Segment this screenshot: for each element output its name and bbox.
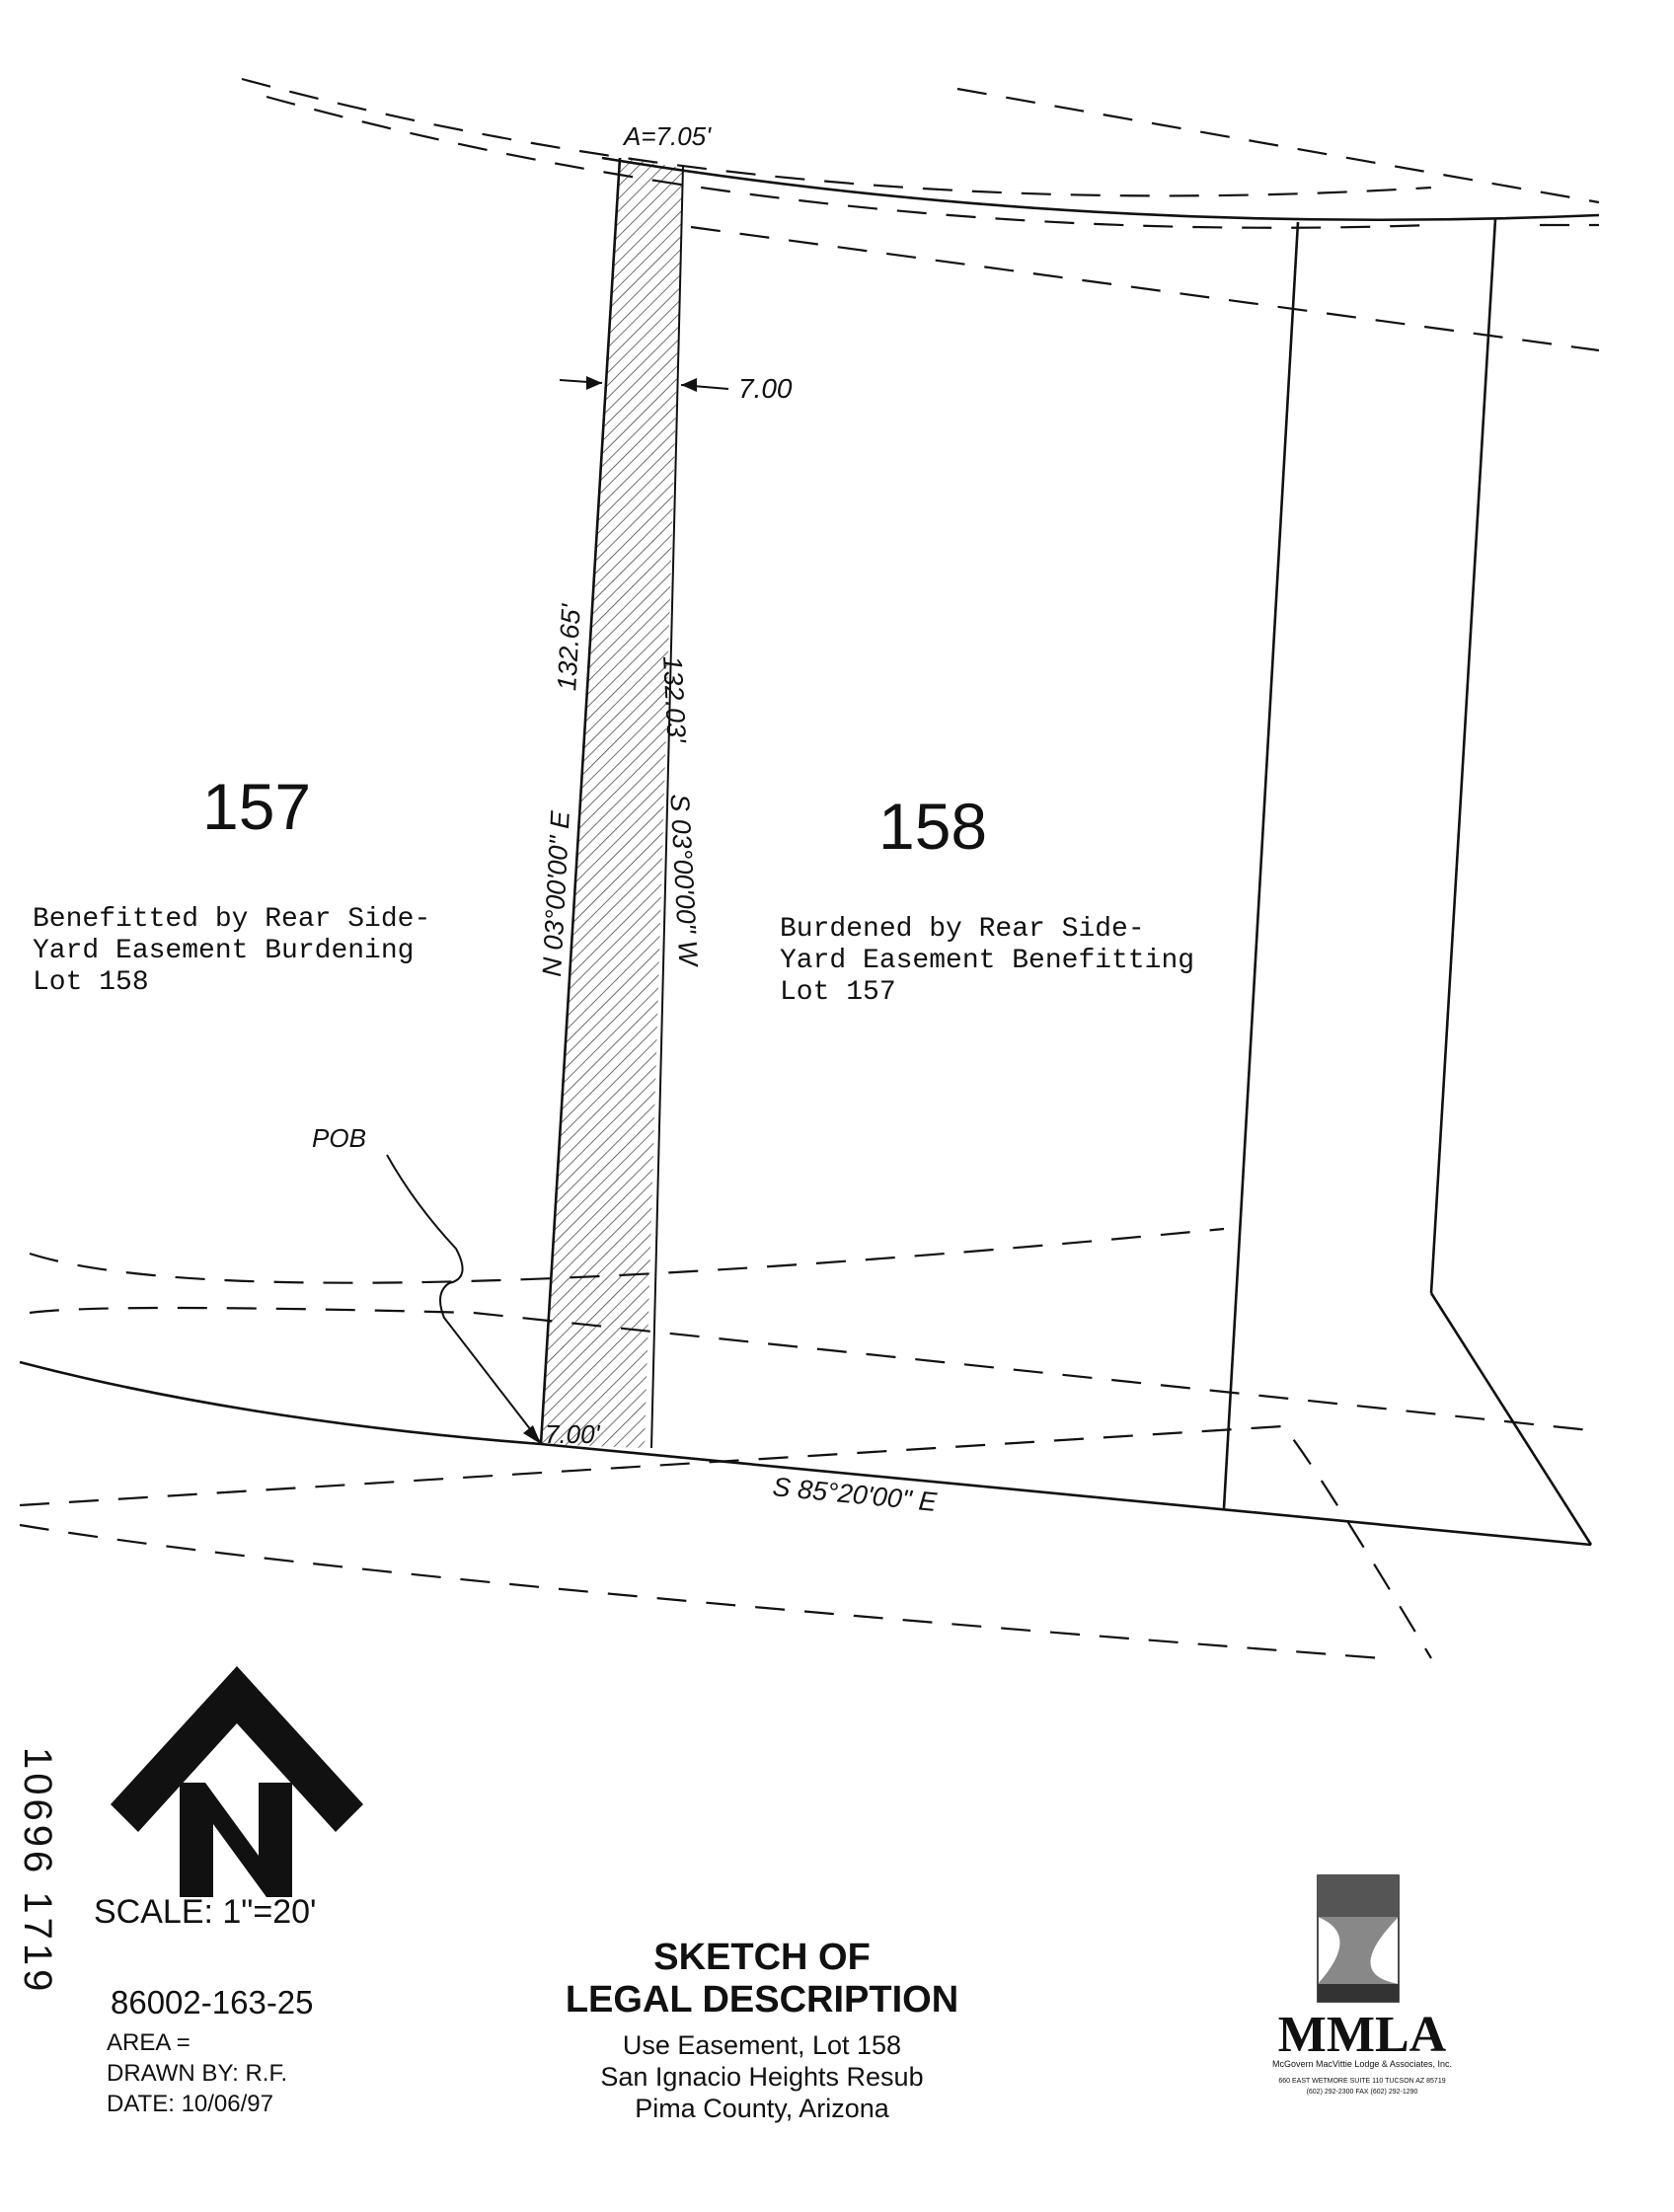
- pob-leader: [386, 1154, 542, 1444]
- subtitle-line: San Ignacio Heights Resub: [600, 2062, 923, 2092]
- lot-157-number: 157: [202, 770, 311, 843]
- arc-length-label: A=7.05': [622, 121, 712, 151]
- west-bearing-label: N 03°00'00" E: [537, 809, 575, 977]
- lot-158-number: 158: [878, 790, 987, 863]
- south-boundary-line: [540, 1442, 1592, 1547]
- lot-157-158-line: [539, 157, 622, 1445]
- date-label: DATE: 10/06/97: [107, 2091, 273, 2117]
- setback-line-north: [690, 225, 1600, 352]
- company-logo: MMLA McGovern MacVittie Lodge & Associat…: [1272, 1874, 1452, 2096]
- subtitle-line: Pima County, Arizona: [635, 2094, 890, 2123]
- title-line-2: LEGAL DESCRIPTION: [566, 1979, 958, 2021]
- recording-number: 10696 1719: [16, 1747, 59, 1995]
- street-curve-2: [266, 95, 1432, 229]
- easement-strip: [541, 158, 683, 1448]
- drawn-by-label: DRAWN BY: R.F.: [107, 2060, 287, 2087]
- lot-158-note-line: Yard Easement Benefitting: [780, 946, 1194, 976]
- lot-159-east-line: [1429, 218, 1497, 1294]
- bottom-width-label: 7.00': [545, 1419, 601, 1449]
- scale-label: SCALE: 1"=20': [94, 1893, 317, 1931]
- setback-line-b: [29, 1306, 1600, 1433]
- lot-158-note: Burdened by Rear Side- Yard Easement Ben…: [780, 914, 1194, 1008]
- title-line-1: SKETCH OF: [653, 1937, 871, 1978]
- width-label: 7.00: [738, 373, 793, 404]
- south-boundary-curve: [19, 1360, 542, 1446]
- pob-arrowhead: [523, 1425, 541, 1444]
- file-number: 86002-163-25: [111, 1984, 314, 2021]
- lot-158-east-line: [1222, 221, 1300, 1509]
- company-full-name: McGovern MacVittie Lodge & Associates, I…: [1272, 2059, 1452, 2069]
- subtitle-line: Use Easement, Lot 158: [623, 2030, 901, 2060]
- east-bearing-label: S 03°00'00" W: [664, 794, 703, 969]
- lot-158-note-line: Lot 157: [780, 977, 896, 1008]
- lot-158-note-line: Burdened by Rear Side-: [780, 914, 1145, 945]
- row-line-south-1: [19, 1424, 1432, 1659]
- lot-157-note-line: Benefitted by Rear Side-: [33, 904, 430, 935]
- easement-east-line: [650, 165, 684, 1449]
- company-address: 660 EAST WETMORE SUITE 110 TUCSON AZ 857…: [1278, 2078, 1445, 2085]
- setback-line-a: [29, 1227, 1225, 1284]
- width-dimension: [559, 376, 729, 392]
- street-centerline-upper: [956, 87, 1600, 204]
- pob-label: POB: [312, 1123, 366, 1153]
- row-line-south-2: [19, 1523, 1383, 1660]
- company-name: MMLA: [1278, 2007, 1447, 2063]
- lot-157-note-line: Yard Easement Burdening: [33, 936, 414, 966]
- lot-159-corner: [1429, 1292, 1593, 1546]
- west-distance-label: 132.65': [552, 603, 586, 692]
- area-label: AREA =: [107, 2029, 190, 2056]
- lot-157-note-line: Lot 158: [33, 967, 149, 998]
- north-arrow-icon: [111, 1666, 363, 1897]
- street-frontage-line: [601, 156, 1600, 222]
- east-distance-label: 132.03': [657, 655, 692, 744]
- lot-157-note: Benefitted by Rear Side- Yard Easement B…: [33, 904, 430, 998]
- company-phone: (602) 292-2300 FAX (602) 292-1290: [1307, 2089, 1418, 2096]
- street-curve-1: [241, 77, 1432, 197]
